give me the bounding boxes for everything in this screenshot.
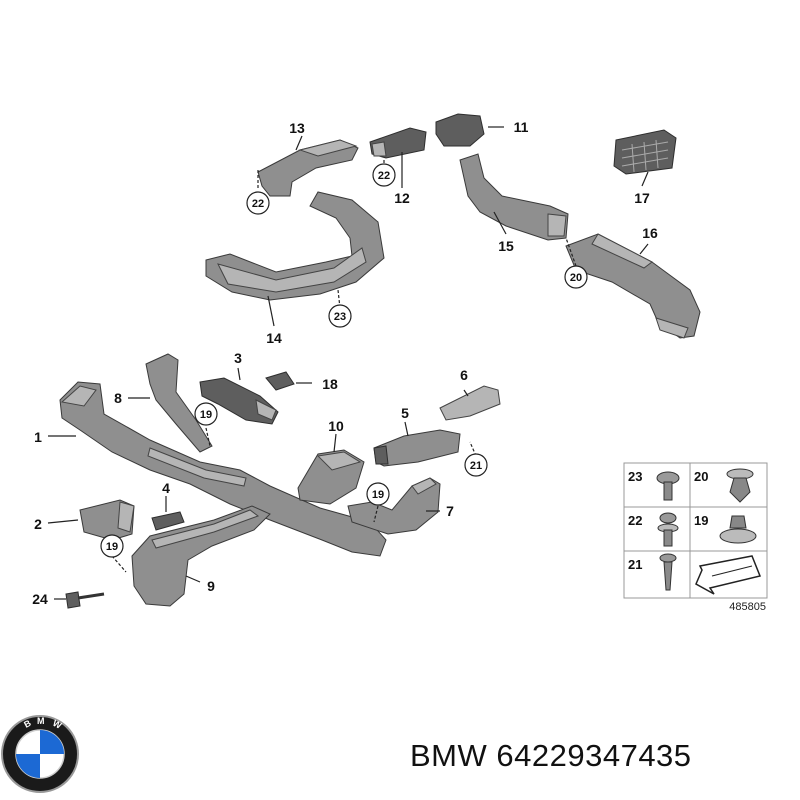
callout-10: 10 (328, 418, 344, 434)
part-7-duct (347, 477, 441, 535)
callout-18: 18 (322, 376, 338, 392)
part-11-connector (435, 113, 485, 147)
part-9-duct (131, 505, 271, 607)
callout-16: 16 (642, 225, 658, 241)
svg-text:B: B (22, 718, 33, 730)
circled-callouts (100, 163, 588, 558)
part-10-duct (297, 449, 365, 505)
circled-callout-21: 21 (470, 460, 482, 472)
footer-part-label: BMW 64229347435 (410, 738, 692, 774)
callout-12: 12 (394, 190, 410, 206)
circled-callout-20: 20 (570, 272, 582, 284)
legend-item-20: 20 (694, 469, 708, 484)
clip-20-icon (726, 468, 754, 503)
nut-19-icon (719, 515, 757, 544)
direction-arrow-icon (695, 555, 762, 595)
part-18-fastener (265, 371, 295, 391)
circled-callout-labels: 22 22 23 20 21 19 19 19 (106, 170, 582, 553)
part-17-grille (613, 129, 677, 175)
callout-7: 7 (446, 503, 454, 519)
part-3-bracket (199, 377, 279, 425)
callout-24: 24 (32, 591, 48, 607)
part-13-duct (257, 139, 359, 197)
part-12-connector (369, 127, 427, 159)
legend-item-22: 22 (628, 513, 642, 528)
circled-callout-22: 22 (252, 198, 264, 210)
screw-22-icon (657, 512, 679, 547)
callout-3: 3 (234, 350, 242, 366)
legend-item-19: 19 (694, 513, 708, 528)
part-6-bracket (439, 385, 501, 421)
callout-14: 14 (266, 330, 282, 346)
callout-1: 1 (34, 429, 42, 445)
callout-9: 9 (207, 578, 215, 594)
screw-23-icon (656, 471, 680, 501)
legend-item-21: 21 (628, 557, 642, 572)
svg-text:M: M (37, 716, 45, 726)
part-14-duct (205, 191, 385, 301)
callout-4: 4 (162, 480, 170, 496)
callout-2: 2 (34, 516, 42, 532)
part-15-duct (459, 153, 569, 241)
circled-callout-19: 19 (200, 409, 212, 421)
footer-brand: BMW (410, 738, 488, 773)
callout-6: 6 (460, 367, 468, 383)
part-5-duct (373, 429, 461, 467)
circled-callout-19: 19 (106, 541, 118, 553)
callout-5: 5 (401, 405, 409, 421)
circled-callout-22: 22 (378, 170, 390, 182)
part-2-duct (79, 499, 135, 541)
bmw-logo: B M W (1, 715, 79, 793)
callout-11: 11 (514, 119, 529, 135)
part-8-duct (145, 353, 213, 453)
screw-21-icon (659, 553, 677, 591)
callout-8: 8 (114, 390, 122, 406)
doc-number: 485805 (729, 601, 766, 613)
part-16-duct (565, 233, 701, 339)
callout-labels: 13 12 11 14 15 16 17 3 18 8 1 2 4 9 10 2… (32, 119, 658, 607)
circled-callout-23: 23 (334, 311, 346, 323)
fastener-legend: 23 20 22 19 21 485805 (623, 462, 768, 613)
callout-17: 17 (634, 190, 650, 206)
callout-13: 13 (289, 120, 305, 136)
circled-callout-19: 19 (372, 489, 384, 501)
part-4-clip (151, 511, 185, 531)
part-24-screw (65, 591, 105, 609)
part-1-duct (59, 381, 387, 557)
footer-part-number: 64229347435 (496, 738, 692, 773)
legend-item-23: 23 (628, 469, 642, 484)
callout-15: 15 (498, 238, 514, 254)
